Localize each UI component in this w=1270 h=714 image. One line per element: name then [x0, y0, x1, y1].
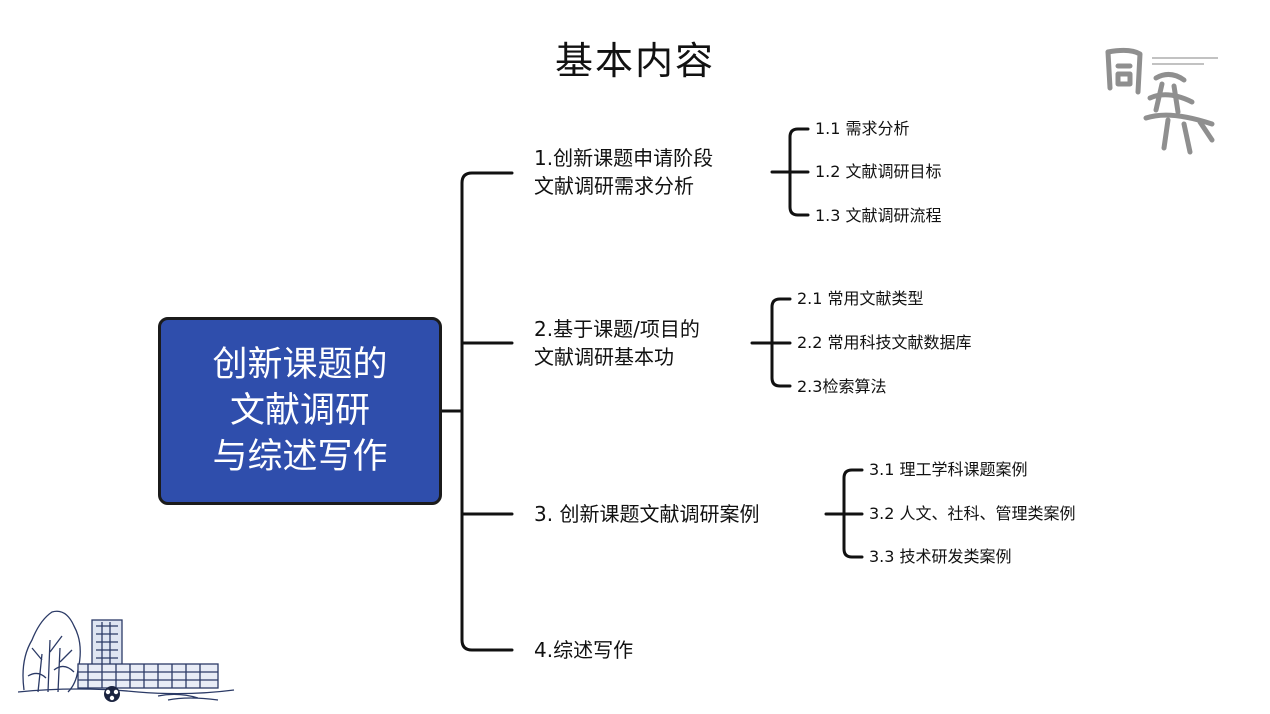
- root-node: 创新课题的 文献调研 与综述写作: [158, 317, 442, 505]
- branch-1-line-1: 1.创新课题申请阶段: [534, 146, 714, 170]
- branch-3-node: 3. 创新课题文献调研案例: [534, 500, 759, 528]
- branch-1-line-2: 文献调研需求分析: [534, 174, 694, 198]
- leaf-2-1: 2.1 常用文献类型: [797, 289, 924, 308]
- university-calligraphy-logo-icon: [1105, 47, 1218, 155]
- branch-2-line-2: 文献调研基本功: [534, 345, 674, 369]
- leaf-3-3: 3.3 技术研发类案例: [869, 547, 1012, 566]
- leaf-1-3: 1.3 文献调研流程: [815, 206, 942, 225]
- root-line-1: 创新课题的: [212, 345, 388, 385]
- slide-title: 基本内容: [554, 39, 715, 83]
- branch-2-node: 2.基于课题/项目的 文献调研基本功: [534, 315, 700, 371]
- branch-4-line-1: 4.综述写作: [534, 638, 634, 662]
- leaf-1-1: 1.1 需求分析: [815, 119, 910, 138]
- campus-building-sketch-icon: [18, 610, 235, 702]
- root-line-3: 与综述写作: [212, 437, 388, 477]
- branch-4-node: 4.综述写作: [534, 636, 633, 664]
- branch-3-line-1: 3. 创新课题文献调研案例: [534, 502, 760, 526]
- leaf-2-2: 2.2 常用科技文献数据库: [797, 333, 972, 352]
- leaf-3-1: 3.1 理工学科课题案例: [869, 460, 1028, 479]
- branch-2-line-1: 2.基于课题/项目的: [534, 317, 700, 341]
- root-line-2: 文献调研: [229, 391, 370, 431]
- leaf-1-2: 1.2 文献调研目标: [815, 162, 942, 181]
- leaf-3-2: 3.2 人文、社科、管理类案例: [869, 504, 1076, 523]
- main-bracket: [460, 171, 514, 652]
- branch-1-node: 1.创新课题申请阶段 文献调研需求分析: [534, 144, 713, 200]
- leaf-2-3: 2.3检索算法: [797, 377, 887, 396]
